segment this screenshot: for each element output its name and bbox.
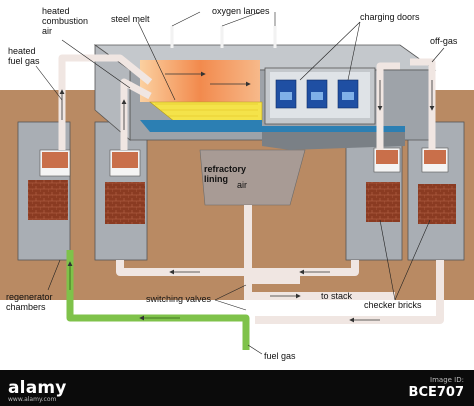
flow-pipe-arrows xyxy=(59,71,435,130)
label-checker-bricks: checker bricks xyxy=(364,300,422,310)
alamy-url: www.alamy.com xyxy=(8,396,57,403)
label-oxygen-lances: oxygen lances xyxy=(212,6,270,16)
label-air: air xyxy=(237,180,248,190)
label-steel-melt: steel melt xyxy=(111,14,150,24)
image-id-label: Image ID: xyxy=(430,376,464,384)
label-regenerator-chambers: regenerator chambers xyxy=(6,292,53,312)
charging-doors xyxy=(275,79,359,109)
open-hearth-furnace-diagram xyxy=(0,11,474,355)
label-fuel-gas: fuel gas xyxy=(264,351,296,361)
furnace-base xyxy=(199,149,306,206)
leader-lines xyxy=(35,11,445,355)
regenerator-left xyxy=(17,121,148,261)
label-refractory-lining: refractory lining xyxy=(204,164,247,184)
alamy-logo: alamy xyxy=(8,378,67,398)
label-heated-fuel-gas: heated fuel gas xyxy=(8,46,40,66)
label-heated-combustion-air: heated combustion air xyxy=(42,6,89,36)
label-switching-valves: switching valves xyxy=(146,294,212,304)
oxygen-lances xyxy=(170,26,277,48)
label-off-gas: off-gas xyxy=(430,36,458,46)
fuel-gas-arrows xyxy=(67,261,180,321)
label-charging-doors: charging doors xyxy=(360,12,420,22)
image-id: BCE707 xyxy=(408,385,464,400)
watermark-footer: alamy www.alamy.com Image ID: BCE707 xyxy=(0,370,474,406)
duct-arrows xyxy=(169,269,380,323)
label-to-stack: to stack xyxy=(321,291,353,301)
